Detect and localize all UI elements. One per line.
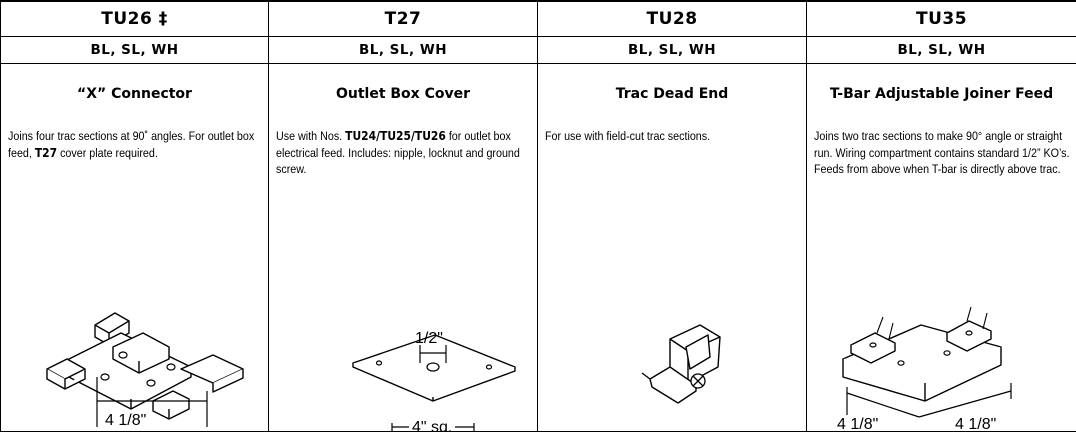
product-name: Outlet Box Cover xyxy=(269,68,537,120)
dimension-label: 4 1/8" xyxy=(105,412,146,429)
finish-codes: BL, SL, WH xyxy=(269,37,538,64)
finish-codes: BL, SL, WH xyxy=(1,37,269,64)
model-row: TU26 ‡ T27 TU28 TU35 xyxy=(1,1,1076,37)
model-number: TU35 xyxy=(807,1,1076,37)
x-connector-drawing: 4 1/8" xyxy=(1,251,269,431)
model-number: TU26 ‡ xyxy=(1,1,269,37)
product-cell: Trac Dead End For use with field-cut tra… xyxy=(538,64,807,432)
product-description: Joins four trac sections at 90˚ angles. … xyxy=(8,128,269,161)
product-cell: “X” Connector Joins four trac sections a… xyxy=(1,64,269,432)
part-reference: TU24/TU25/TU26 xyxy=(345,129,446,143)
outlet-box-cover-icon: 1/2" 4" sq. xyxy=(269,251,537,431)
product-name: Trac Dead End xyxy=(538,68,806,120)
product-cell: Outlet Box Cover Use with Nos. TU24/TU25… xyxy=(269,64,538,432)
dead-end-icon xyxy=(538,251,806,431)
product-name: T-Bar Adjustable Joiner Feed xyxy=(807,68,1076,120)
x-connector-icon: 4 1/8" xyxy=(1,251,269,431)
joiner-feed-drawing: 4 1/8" 4 1/8" xyxy=(807,251,1075,431)
dead-end-drawing xyxy=(538,251,806,431)
product-description: Joins two trac sections to make 90° angl… xyxy=(814,128,1076,178)
joiner-feed-icon: 4 1/8" 4 1/8" xyxy=(807,251,1075,431)
product-name: “X” Connector xyxy=(1,68,268,120)
model-number: T27 xyxy=(269,1,538,37)
dimension-label: 4" sq. xyxy=(412,419,452,431)
detail-row: “X” Connector Joins four trac sections a… xyxy=(1,64,1076,432)
part-reference: T27 xyxy=(35,146,57,160)
finish-codes: BL, SL, WH xyxy=(538,37,807,64)
finish-codes: BL, SL, WH xyxy=(807,37,1076,64)
finish-row: BL, SL, WH BL, SL, WH BL, SL, WH BL, SL,… xyxy=(1,37,1076,64)
product-description: Use with Nos. TU24/TU25/TU26 for outlet … xyxy=(276,128,538,178)
model-number: TU28 xyxy=(538,1,807,37)
dimension-label: 1/2" xyxy=(415,330,443,347)
product-cell: T-Bar Adjustable Joiner Feed Joins two t… xyxy=(807,64,1076,432)
outlet-box-cover-drawing: 1/2" 4" sq. xyxy=(269,251,537,431)
product-description: For use with field-cut trac sections. xyxy=(545,128,807,145)
